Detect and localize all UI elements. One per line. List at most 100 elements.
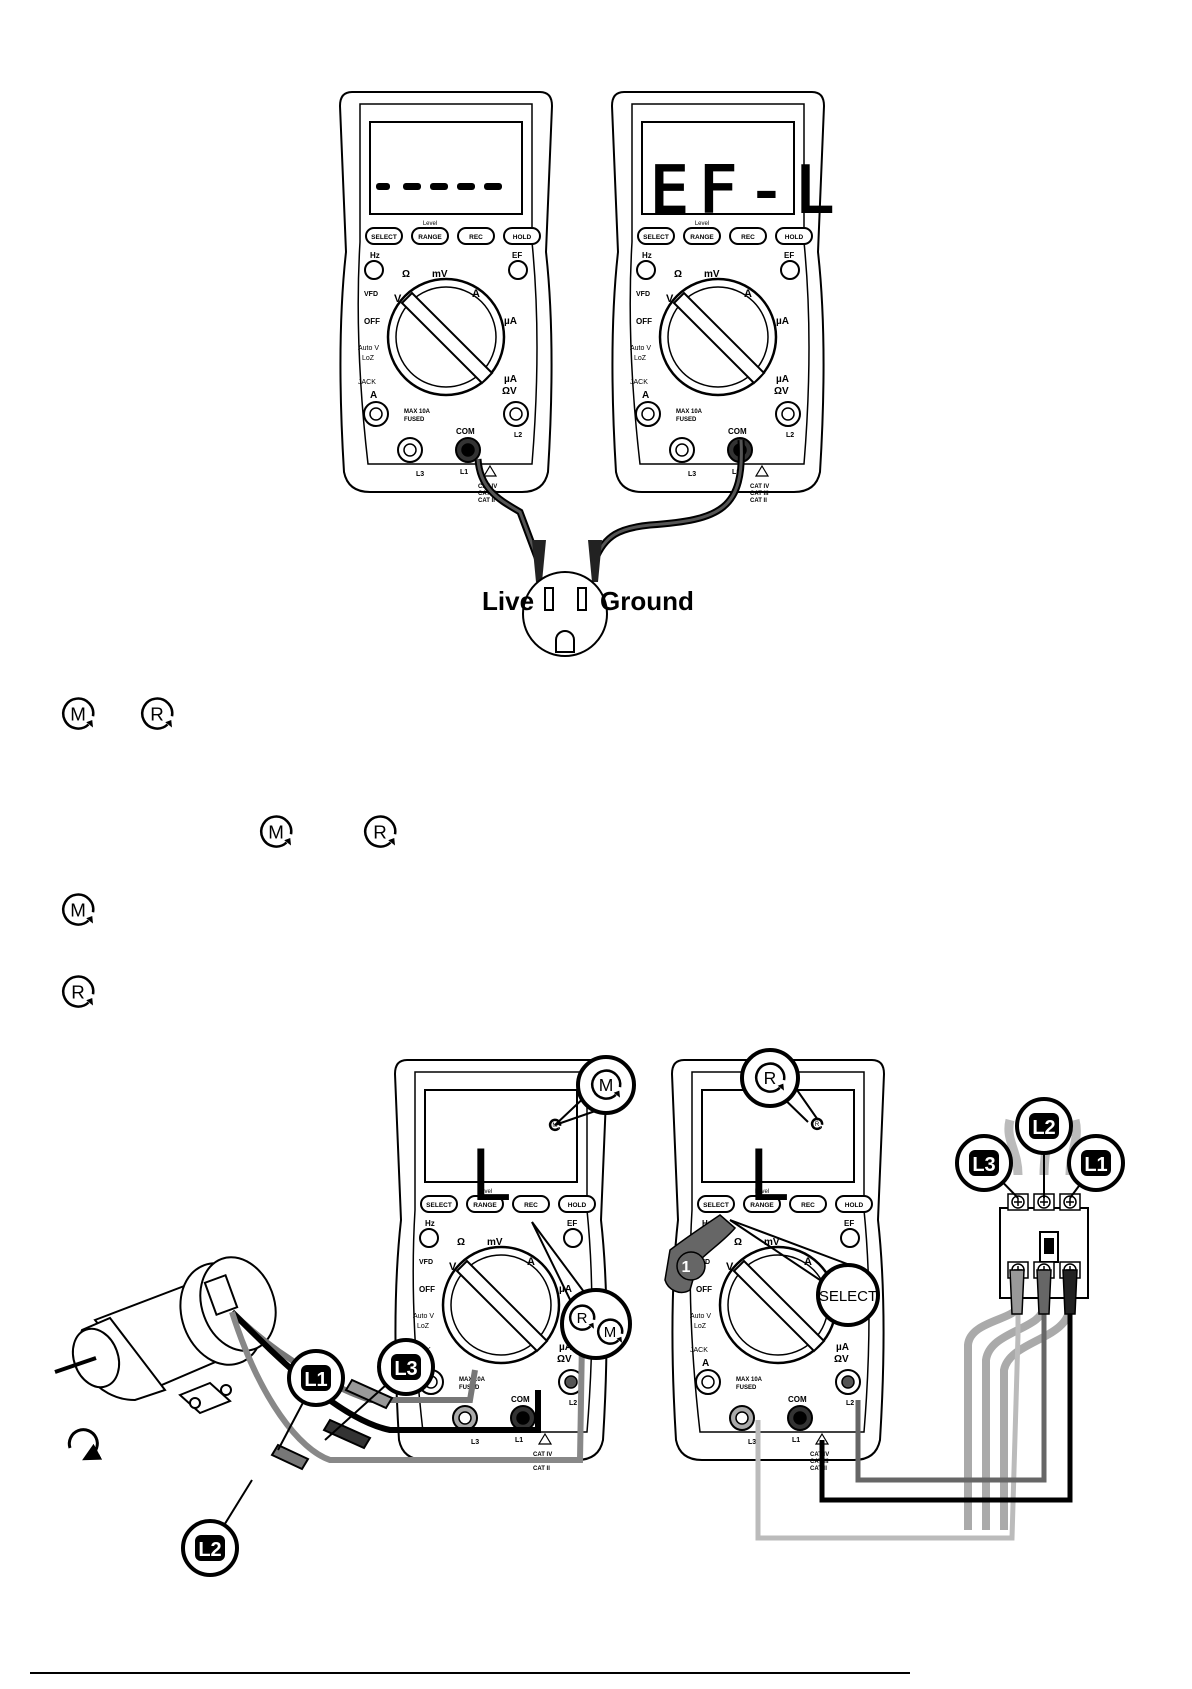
hold-button-label: HOLD [513,234,532,241]
hz-label: Hz [425,1219,435,1228]
phase-label-l3: L3 [972,1154,995,1176]
ohm-v-label: ΩV [834,1354,849,1365]
rec-button [729,227,767,245]
hz-label: Hz [642,251,652,260]
mv-label: mV [487,1237,503,1248]
loz-label: LoZ [362,355,375,362]
footer-rule [30,1672,910,1674]
mv-label: mV [704,269,720,280]
range-button [466,1195,504,1213]
live-label: Live [482,586,534,616]
phase-label-l2: L2 [198,1539,221,1561]
off-label: OFF [419,1285,435,1294]
max-10a-label: MAX 10A [736,1377,763,1383]
svg-text:R: R [71,981,85,1002]
ua-low-label: µA [836,1342,849,1353]
l3-jack-inner [735,1411,749,1425]
dash-segment [484,183,502,190]
a-jack-inner [369,407,383,421]
phase-badge-box [391,1354,421,1380]
phase-badge-box [1081,1150,1111,1176]
com-label: COM [788,1395,807,1404]
max-10a-label: MAX 10A [404,409,431,415]
motor-rotation-icon: M [62,893,95,926]
v-jack-inner [509,407,523,421]
phase-label-l2: L2 [1032,1117,1055,1139]
small-button [780,260,800,280]
auto-v-label: Auto V [358,345,379,352]
com-label: COM [511,1395,530,1404]
range-button-label: RANGE [418,234,442,241]
v-label: V [666,293,674,305]
range-button-label: RANGE [690,234,714,241]
phase-rotation-icon: R [364,815,397,848]
cat-rating: CAT III [478,491,497,497]
loz-label: LoZ [634,355,647,362]
off-label: OFF [364,317,380,326]
rec-button-label: REC [801,1202,815,1209]
v-jack-inner [781,407,795,421]
small-button [563,1228,583,1248]
svg-text:R: R [373,821,387,842]
motor-rotation-icon: M [260,815,293,848]
hand-pointer-icon [664,1214,737,1294]
warning-icon [754,464,770,477]
dashes-readout [376,183,502,190]
range-button [743,1195,781,1213]
svg-text:M: M [70,703,86,724]
dial-pointer [672,291,766,385]
v-jack-inner [841,1375,855,1389]
loz-label: LoZ [417,1323,430,1330]
warning-icon [537,1432,553,1445]
ua-label: µA [504,316,517,327]
ohm-label: Ω [457,1237,465,1248]
hold-button [835,1195,873,1213]
hold-button [558,1195,596,1213]
top-left-display [376,183,502,190]
rec-button [789,1195,827,1213]
meter-motor-rotation: SELECTRANGELevelRECHOLDHzEFΩmVVFDVAOFFµA… [393,1059,609,1472]
motor-rotation-icon: M [591,1069,622,1100]
l3-jack-label: L3 [471,1439,479,1446]
ohm-label: Ω [734,1237,742,1248]
callout-line [531,1221,591,1301]
rec-button-label: REC [524,1202,538,1209]
svg-text:M: M [268,821,284,842]
cat-rating: CAT II [810,1466,827,1472]
com-label: COM [456,427,475,436]
lcd-motor-icon: M [548,1118,562,1132]
warning-icon [482,464,498,477]
svg-text:R: R [764,1068,777,1088]
hold-button-label: HOLD [845,1202,864,1209]
select-callout-label: SELECT [819,1288,877,1305]
a-jack-inner [641,407,655,421]
l1-jack-label: L1 [515,1437,523,1444]
ohm-v-label: ΩV [557,1354,572,1365]
vfd-label: VFD [636,291,650,298]
cat-rating: CAT IV [750,484,769,490]
ef-label: EF [784,251,794,260]
badge-circle [740,1048,800,1108]
phase-rotation-icon: R [141,697,174,730]
select-button [637,227,675,245]
lcd-screen [369,121,523,215]
com-jack-inner [461,443,475,457]
l1-jack-label: L1 [792,1437,800,1444]
l1-jack-label: L1 [732,469,740,476]
ef-label: EF [567,1219,577,1228]
com-label: COM [728,427,747,436]
level-label: Level [695,221,709,227]
off-label: OFF [636,317,652,326]
auto-v-label: Auto V [413,1313,434,1320]
jack-label: JACK [630,379,648,386]
auto-v-label: Auto V [630,345,651,352]
a-jack-label: A [642,390,649,401]
jack-label: JACK [690,1347,708,1354]
v-label: V [726,1261,734,1273]
select-button-label: SELECT [371,234,397,241]
ua-low-label: µA [559,1342,572,1353]
v-label: V [449,1261,457,1273]
hold-button [503,227,541,245]
